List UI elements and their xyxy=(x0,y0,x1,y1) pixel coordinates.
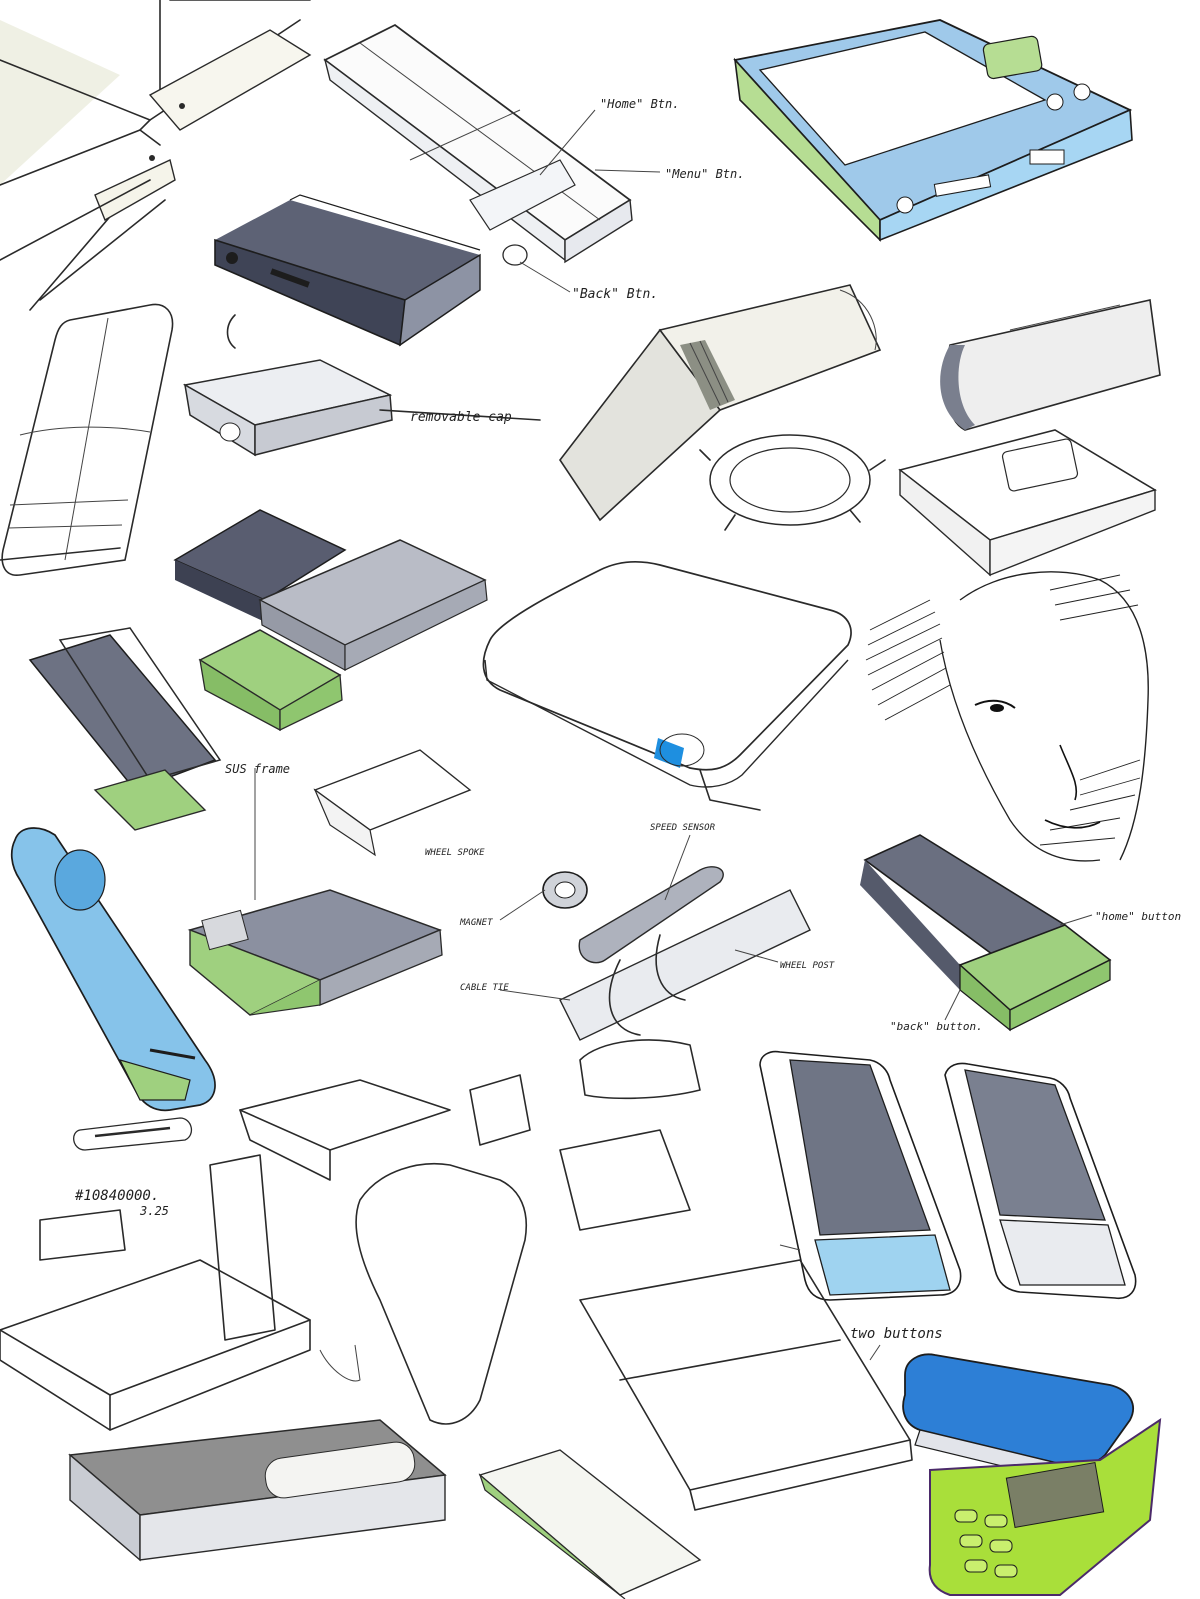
sus-frame-note: SUS frame xyxy=(225,762,290,776)
watch-gear-sketch xyxy=(699,434,886,531)
bottom-outline-sketches xyxy=(0,1039,913,1511)
bottom-grey-device-sketch xyxy=(68,1419,447,1562)
slider-phone-right-sketch xyxy=(944,1062,1137,1300)
wheel-post-note: WHEEL POST xyxy=(780,961,835,971)
wheel-spoke-note: WHEEL SPOKE xyxy=(425,848,485,858)
hinge-clip-sketch xyxy=(0,0,312,311)
sketch-number-note: #10840000. xyxy=(74,1188,159,1204)
rounded-pad-sketch xyxy=(482,560,852,811)
leader-lines xyxy=(254,109,1093,1361)
cable-tie-note: CABLE TIE xyxy=(460,983,509,993)
handwritten-notes: "Home" Btn. "Menu" Btn. "Back" Btn. remo… xyxy=(74,97,1181,1342)
speed-sensor-sketch xyxy=(542,866,811,1041)
green-tray-sketch xyxy=(187,889,443,1016)
white-slab-device-sketch xyxy=(323,23,633,266)
bottom-green-edge-device-sketch xyxy=(478,1449,702,1599)
sus-frame-sketch xyxy=(28,627,222,831)
dark-device-sketch xyxy=(214,194,481,347)
blue-phone-sketch xyxy=(10,827,216,1112)
slider-device-sketch xyxy=(898,429,1157,577)
two-buttons-note: two buttons xyxy=(850,1326,943,1342)
back-btn-note: "Back" Btn. xyxy=(572,287,658,302)
menu-btn-note: "Menu" Btn. xyxy=(665,167,744,181)
flip-phone-sketch xyxy=(902,1353,1162,1596)
curved-tray-sketch xyxy=(940,299,1161,431)
folding-device-sketch xyxy=(559,284,882,522)
portrait-sketch xyxy=(865,571,1149,862)
removable-cap-sketch xyxy=(182,314,541,457)
dark-green-phone-sketch xyxy=(860,834,1112,1032)
sketch-date-note: 3.25 xyxy=(139,1204,169,1218)
home-btn-note: "Home" Btn. xyxy=(600,97,679,111)
open-tray-sketch xyxy=(313,749,472,857)
removable-cap-note: removable cap xyxy=(410,410,512,425)
home-button-note: "home" button xyxy=(1095,910,1181,923)
slider-phone-left-sketch xyxy=(759,1050,962,1301)
small-pill-device-sketch xyxy=(73,1117,193,1151)
magnet-note: MAGNET xyxy=(459,918,493,928)
speed-sensor-note: SPEED SENSOR xyxy=(650,823,716,833)
exploded-case-sketch xyxy=(173,509,488,732)
phone-outline-sketch xyxy=(0,303,174,576)
back-button-note: "back" button. xyxy=(890,1020,983,1033)
media-player-sketch xyxy=(733,19,1133,242)
